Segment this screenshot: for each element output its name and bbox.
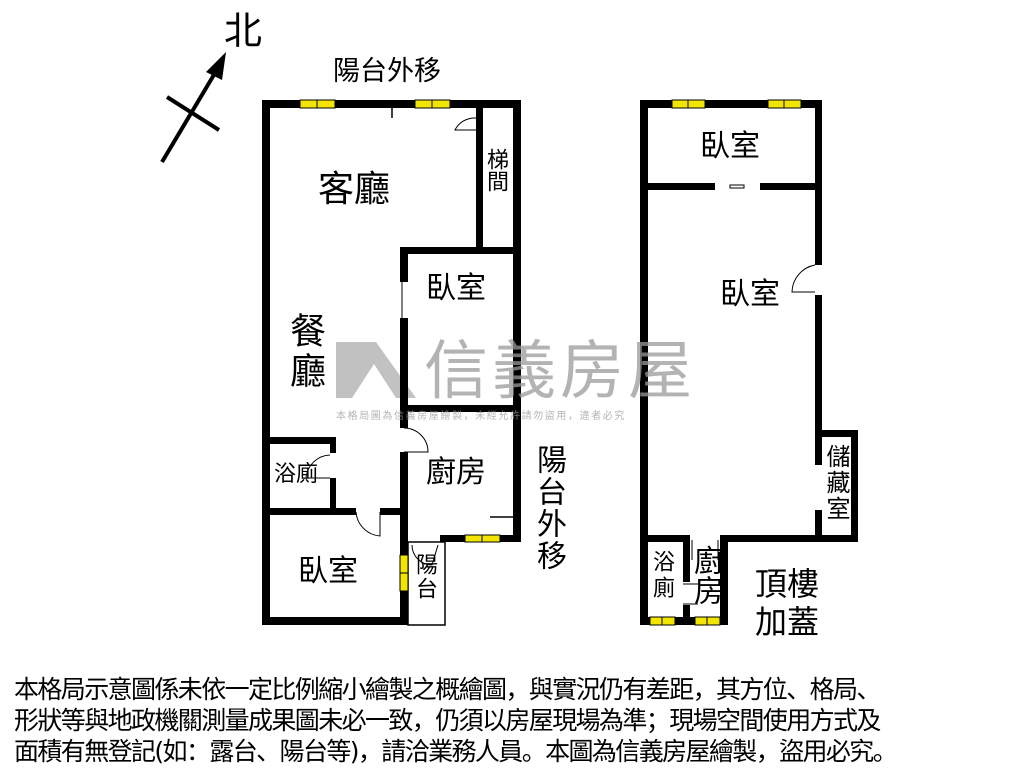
label-storage: 儲藏室	[822, 444, 850, 522]
north-arrow-icon	[160, 52, 226, 164]
right-plan-walls	[640, 100, 858, 625]
label-balcony-small: 陽台	[412, 553, 437, 601]
watermark-notice: 本格局圖為信義房屋繪製，未經允許請勿盜用，違者必究	[336, 411, 626, 422]
label-balcony-side: 陽台外移	[531, 444, 566, 572]
label-bedroom-2: 臥室	[298, 554, 358, 589]
label-bathroom-left: 浴廁	[274, 462, 319, 487]
watermark-brand: 信義房屋	[424, 335, 696, 409]
label-bedroom-main: 臥室	[720, 277, 780, 312]
disclaimer-line: 面積有無登記(如：露台、陽台等)，請洽業務人員。本圖為信義房屋繪製，盜用必究。	[14, 737, 898, 766]
label-kitchen: 廚房	[426, 455, 486, 490]
north-label: 北	[224, 9, 263, 53]
label-bathroom-right: 浴廁	[649, 550, 674, 602]
label-rooftop-addition: 頂樓加蓋	[755, 565, 820, 641]
label-stairs: 梯間	[483, 148, 508, 192]
watermark-logo-icon	[336, 342, 416, 398]
label-kitchen-right: 廚房	[688, 545, 723, 605]
label-dining-room: 餐廳	[284, 312, 325, 392]
disclaimer-line: 形狀等與地政機關測量成果圖未必一致，仍須以房屋現場為準；現場空間使用方式及	[14, 706, 881, 735]
label-balcony-top: 陽台外移	[333, 56, 441, 87]
label-bedroom-1: 臥室	[426, 271, 486, 306]
disclaimer-line: 本格局示意圖係未依一定比例縮小繪製之概繪圖，與實況仍有差距，其方位、格局、	[14, 675, 881, 704]
right-plan-doors	[683, 184, 816, 605]
label-living-room: 客廳	[318, 169, 391, 210]
left-plan-windows	[299, 99, 501, 592]
left-plan-doors	[305, 117, 477, 566]
label-bedroom-top: 臥室	[700, 129, 760, 164]
right-plan-windows	[649, 99, 802, 626]
disclaimer: 本格局示意圖係未依一定比例縮小繪製之概繪圖，與實況仍有差距，其方位、格局、 形狀…	[14, 674, 898, 767]
